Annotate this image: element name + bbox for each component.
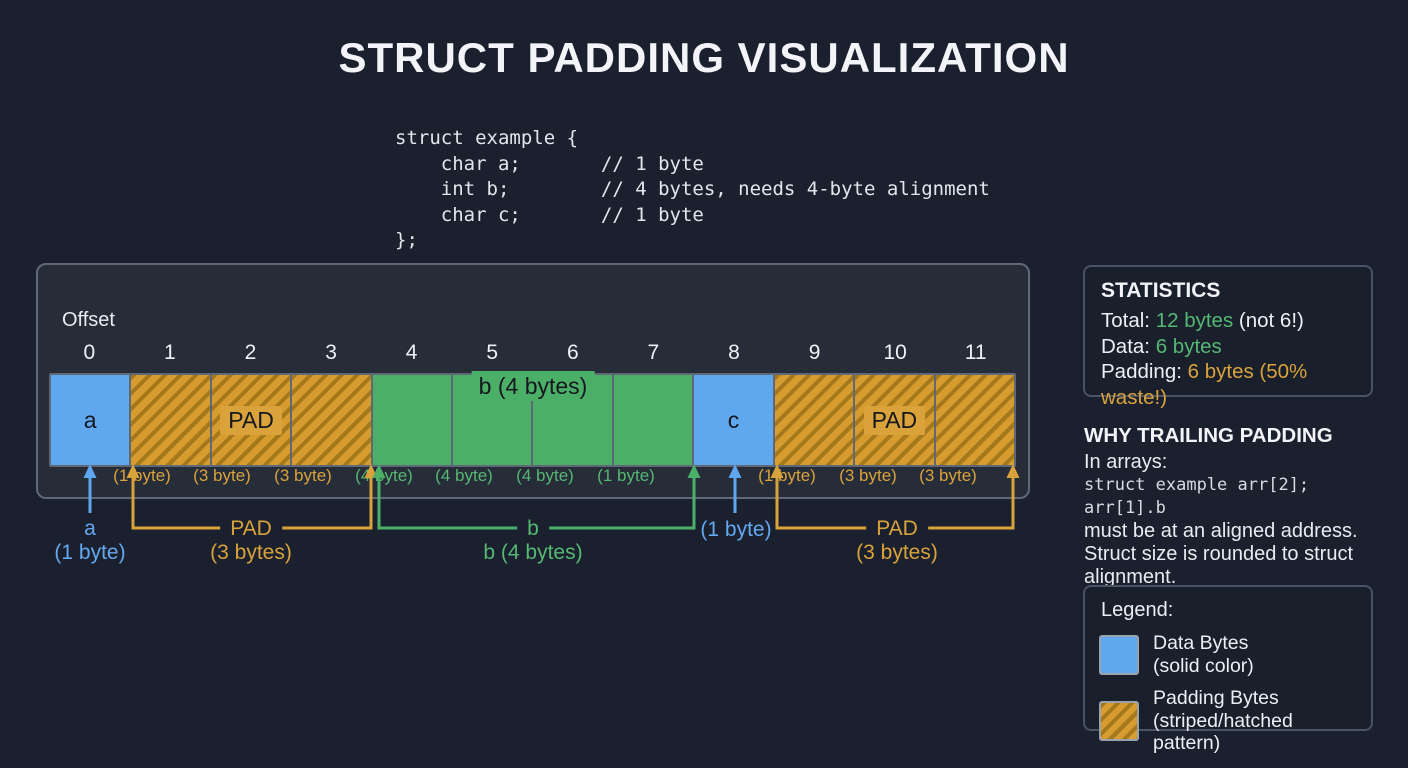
why-heading: WHY TRAILING PADDING [1084, 424, 1333, 447]
statistics-panel: STATISTICS Total: 12 bytes (not 6!) Data… [1083, 265, 1373, 409]
byte-cell-10-padding: PAD [855, 375, 934, 465]
cell-label-a: a [83, 406, 97, 433]
arrow-up-a [83, 464, 97, 478]
byte-cell-8-data-c: c [694, 375, 773, 465]
legend-padding-label: Padding Bytes [1153, 687, 1279, 709]
offset-tick: 3 [325, 341, 337, 364]
annotation-b-size: b (4 bytes) [483, 541, 583, 564]
legend-panel: Legend: Data Bytes (solid color) Padding… [1083, 585, 1373, 754]
byte-size-label: (3 byte) [274, 466, 332, 485]
arrow-up-pad2-start [770, 464, 784, 478]
byte-cell-1-padding [131, 375, 210, 465]
offset-tick: 4 [405, 341, 418, 364]
why-line1: must be at an aligned address. [1084, 520, 1358, 542]
cell-label-b: b (4 bytes) [471, 371, 595, 401]
byte-cell-11-padding [935, 375, 1014, 465]
offset-tick: 10 [883, 341, 907, 364]
stat-total-value: 12 bytes [1155, 309, 1234, 332]
stat-total-label: Total: [1101, 309, 1156, 332]
stat-data-label: Data: [1101, 334, 1156, 358]
byte-size-label: (4 byte) [435, 466, 493, 485]
why-trailing-padding-section: WHY TRAILING PADDING In arrays: struct e… [1084, 424, 1389, 589]
legend-item-padding-text: Padding Bytes (striped/hatched pattern) [1153, 687, 1357, 755]
arrow-up-b-start [372, 464, 386, 478]
stat-padding: Padding: 6 bytes (50% waste!) [1101, 359, 1355, 410]
annotation-b-name: b [517, 517, 549, 540]
byte-size-label: (3 byte) [839, 466, 897, 485]
byte-cell-0-data-a: a [51, 375, 130, 465]
arrow-up-pad2-end [1006, 464, 1020, 478]
byte-size-label: (4 byte) [516, 466, 574, 485]
page-title: STRUCT PADDING VISUALIZATION [338, 34, 1070, 81]
legend-item-data: Data Bytes (solid color) [1099, 632, 1357, 677]
byte-size-label: (3 byte) [919, 466, 977, 485]
offset-tick: 0 [83, 341, 96, 364]
byte-cell-9-padding [774, 375, 854, 465]
legend-item-data-text: Data Bytes (solid color) [1153, 632, 1254, 677]
legend-item-padding: Padding Bytes (striped/hatched pattern) [1099, 687, 1357, 755]
why-intro: In arrays: [1084, 451, 1168, 473]
arrow-up-pad1-start [126, 464, 140, 478]
why-line3: alignment. [1084, 566, 1177, 588]
byte-size-label: (1 byte) [597, 466, 655, 485]
byte-cell-2-padding: PAD [211, 375, 291, 465]
legend-data-label: Data Bytes [1153, 632, 1249, 654]
offset-tick: 11 [964, 341, 987, 364]
offset-tick: 2 [244, 341, 257, 364]
offset-tick-row: 0 1 2 3 4 5 6 7 8 9 10 11 [49, 341, 1016, 365]
offset-tick: 5 [486, 341, 499, 364]
offset-tick: 9 [808, 341, 821, 364]
annotation-pad1-size: (3 bytes) [210, 541, 292, 564]
pad-badge-left: PAD [220, 405, 282, 435]
arrow-up-c [728, 464, 742, 478]
legend-padding-sub: (striped/hatched pattern) [1153, 709, 1293, 755]
stat-data-value: 6 bytes [1155, 334, 1222, 358]
stat-data: Data: 6 bytes [1101, 334, 1355, 360]
offset-tick: 6 [566, 341, 579, 364]
offset-axis-label: Offset [62, 309, 115, 331]
why-code-line: struct example arr[2]; arr[1].b [1084, 475, 1310, 518]
offset-tick: 8 [728, 341, 740, 364]
annotation-pad2-size: (3 bytes) [856, 541, 938, 564]
stat-total-note: (not 6!) [1233, 309, 1304, 332]
pad-badge-right: PAD [863, 405, 926, 435]
annotation-c-size: (1 byte) [700, 518, 772, 541]
byte-cell-7-data-b [613, 375, 693, 465]
padding-bytes-swatch-icon [1099, 700, 1139, 741]
struct-code-snippet: struct example { char a; // 1 byte int b… [395, 127, 990, 251]
stat-padding-value: 6 bytes (50% waste!) [1101, 360, 1308, 409]
annotation-pad1-name: PAD [220, 517, 282, 540]
why-line2: Struct size is rounded to struct [1084, 543, 1354, 565]
statistics-heading: STATISTICS [1101, 279, 1221, 302]
stat-padding-label: Padding: [1101, 360, 1188, 383]
legend-data-sub: (solid color) [1153, 654, 1254, 677]
arrow-up-b-end [687, 464, 701, 478]
data-bytes-swatch-icon [1099, 634, 1139, 675]
stat-total: Total: 12 bytes (not 6!) [1101, 308, 1355, 334]
byte-size-label: (3 byte) [193, 466, 251, 485]
annotation-a-size: (1 byte) [54, 541, 126, 564]
legend-heading: Legend: [1101, 599, 1174, 621]
offset-tick: 7 [647, 341, 660, 364]
annotation-a-name: a [84, 517, 96, 540]
byte-cell-4-data-b [372, 375, 452, 465]
byte-size-label: (1 byte) [758, 466, 816, 485]
cell-label-c: c [727, 406, 740, 433]
byte-size-label: (1 byte) [113, 466, 171, 485]
byte-cell-3-padding [292, 375, 371, 465]
offset-tick: 1 [164, 341, 176, 364]
annotation-pad2-name: PAD [866, 517, 928, 540]
